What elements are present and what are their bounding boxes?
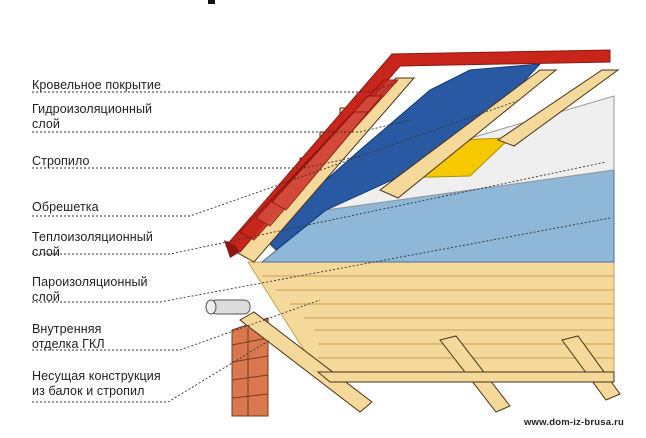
label-vapor-barrier: Пароизоляционный слой xyxy=(32,275,148,304)
rafters xyxy=(235,69,620,263)
label-rafter: Стропило xyxy=(32,154,90,168)
ceiling-boards xyxy=(247,261,615,373)
label-inner-finish: Внутренняя отделка ГКЛ xyxy=(32,322,105,351)
leader-lines xyxy=(32,81,611,403)
label-waterproof-layer: Гидроизоляционный слой xyxy=(32,102,153,131)
roof-tiles xyxy=(224,49,611,258)
label-insulation-layer: Теплоизоляционный слой xyxy=(32,230,153,259)
support-beams xyxy=(239,311,621,413)
label-load-bearing-structure: Несущая конструкция из балок и стропил xyxy=(32,369,161,398)
label-roof-covering: Кровельное покрытие xyxy=(32,78,161,92)
label-battens: Обрешетка xyxy=(32,200,99,214)
site-credit: www.dom-iz-brusa.ru xyxy=(523,417,624,428)
gutter-pipe xyxy=(205,299,251,315)
title-fragment xyxy=(208,0,215,4)
